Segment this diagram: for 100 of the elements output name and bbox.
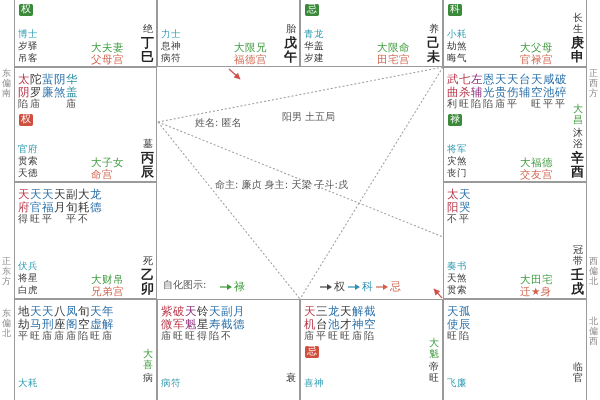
brightness-mark: 旺	[531, 99, 541, 110]
brightness-mark: 陷	[209, 331, 219, 342]
star-name: 华盖	[304, 42, 324, 53]
direction-label: 正东方	[2, 258, 11, 288]
stem-branch: 丁巳	[141, 37, 154, 66]
star-name: 武曲	[447, 73, 458, 98]
star-name: 破碎	[555, 73, 566, 98]
star-name: 岁建	[304, 54, 324, 65]
star-name: 天机	[304, 305, 316, 330]
growth-stage: 临官	[573, 362, 583, 384]
growth-stage: 衰	[286, 373, 296, 384]
god-name: 官府	[18, 145, 38, 156]
star-name: 天贵	[495, 73, 506, 98]
god-name: 大耗	[18, 379, 38, 390]
growth-stage: 病	[143, 373, 153, 384]
sihua-badge: 忌	[305, 346, 319, 358]
stem-branch: 辛酉	[571, 152, 584, 181]
yearly-star-name: 大昌	[573, 104, 583, 126]
god-name: 力士	[161, 30, 181, 41]
direction-label: 西偏北	[589, 258, 598, 288]
star-name: 天使	[447, 305, 458, 330]
brightness-mark: 平	[18, 331, 28, 342]
brightness-mark: 平	[459, 214, 469, 226]
brightness-mark: 利	[447, 99, 457, 110]
star-name: 劫煞	[447, 42, 467, 53]
star-name: 旬空	[78, 305, 90, 330]
star-name: 天魁	[185, 305, 196, 330]
brightness-mark: 得	[197, 331, 207, 342]
brightness-mark: 得	[18, 214, 28, 226]
stem-branch: 乙卯	[141, 269, 154, 298]
growth-stage: 死	[143, 256, 153, 267]
stem-branch: 丙辰	[141, 152, 154, 181]
palace-name: 福德宫	[234, 54, 267, 66]
growth-stage: 沐浴	[573, 128, 583, 150]
star-name: 左辅	[471, 73, 482, 98]
decade-label: 大父母	[520, 42, 553, 54]
star-name: 解神	[352, 305, 364, 330]
direction-label: 东偏南	[2, 70, 11, 100]
direction-label: 北偏西	[589, 318, 598, 348]
growth-stage: 墓	[143, 139, 153, 150]
brightness-mark: 庙	[42, 331, 52, 342]
brightness-mark: 庙	[102, 331, 112, 342]
brightness-mark: 庙	[161, 331, 171, 342]
growth-stage: 绝	[143, 24, 153, 35]
sihua-badge: 忌	[305, 4, 319, 16]
star-name: 月德	[233, 305, 244, 330]
decade-label: 大限兄	[234, 42, 267, 54]
star-name: 病符	[161, 54, 181, 65]
star-name: 天月	[54, 188, 66, 214]
brightness-mark: 陷	[18, 99, 28, 110]
star-name: 晦气	[447, 54, 467, 65]
yearly-star-name: 大魁	[429, 338, 439, 360]
legend-text: 权	[334, 279, 345, 294]
star-name: 天刑	[42, 305, 54, 330]
star-name: 恩光	[483, 73, 494, 98]
brightness-mark: 平	[66, 214, 76, 226]
star-name: 大耗	[78, 188, 90, 214]
palace-cell	[443, 299, 587, 400]
brightness-mark: 旺	[30, 331, 40, 342]
brightness-mark: 庙	[66, 331, 76, 342]
growth-stage: 养	[429, 24, 439, 35]
star-name: 破军	[173, 305, 184, 330]
growth-stage: 胎	[286, 24, 296, 35]
brightness-mark: 陷	[78, 331, 88, 342]
star-name: 天空	[531, 73, 542, 98]
god-name: 博士	[18, 30, 38, 41]
star-name: 咸池	[543, 73, 554, 98]
star-name: 吊客	[18, 54, 38, 65]
star-name: 天哭	[459, 188, 470, 214]
star-name: 龙德	[90, 188, 102, 214]
brightness-mark: 庙	[352, 331, 362, 342]
brightness-mark: 平	[42, 214, 52, 226]
brightness-mark: 旺	[90, 331, 100, 342]
legend-text: 禄	[234, 279, 245, 294]
star-name: 天才	[340, 305, 352, 330]
star-name: 副旬	[66, 188, 78, 214]
sihua-badge: 权	[19, 4, 33, 16]
palace-cell	[443, 182, 587, 299]
star-name: 华盖	[66, 73, 78, 98]
growth-stage: 冠带	[573, 245, 583, 267]
god-name: 小耗	[447, 30, 467, 41]
god-name: 奏书	[447, 262, 467, 273]
star-name: 丧门	[447, 169, 467, 180]
star-name: 天寿	[209, 305, 220, 330]
star-name: 天伤	[507, 73, 518, 98]
star-name: 灾煞	[447, 157, 467, 168]
star-name: 阴煞	[54, 73, 66, 98]
chart-info-text: 自化图示:	[163, 280, 206, 292]
direction-label: 东偏北	[2, 310, 11, 340]
palace-cell	[157, 299, 300, 400]
brightness-mark: 旺	[185, 331, 195, 342]
palace-cell	[14, 299, 157, 400]
brightness-mark: 平	[543, 99, 553, 110]
stem-branch: 壬戌	[571, 269, 584, 298]
chart-info-text: 姓名: 匿名	[195, 118, 242, 130]
brightness-mark: 庙	[54, 331, 64, 342]
legend-text: 科	[362, 279, 373, 294]
star-name: 凤阁	[66, 305, 78, 330]
decade-label: 大子女	[91, 157, 124, 169]
direction-label: 正西方	[589, 70, 598, 100]
